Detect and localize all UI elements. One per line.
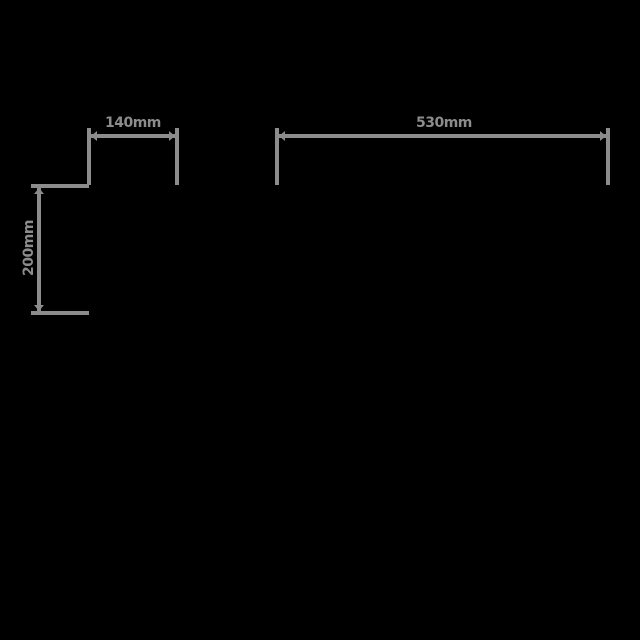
extension-line-bottom bbox=[31, 311, 89, 315]
extension-line-right bbox=[175, 128, 179, 185]
dimension-label: 140mm bbox=[105, 115, 161, 131]
extension-line-right bbox=[606, 128, 610, 185]
extension-line-left bbox=[87, 128, 91, 185]
arrow-up-icon bbox=[34, 188, 44, 194]
arrow-left-icon bbox=[91, 131, 97, 141]
dimension-line bbox=[37, 188, 41, 311]
extension-line-left bbox=[275, 128, 279, 185]
arrow-down-icon bbox=[34, 305, 44, 311]
dimension-label: 200mm bbox=[20, 220, 37, 276]
arrow-left-icon bbox=[279, 131, 285, 141]
arrow-right-icon bbox=[600, 131, 606, 141]
arrow-right-icon bbox=[169, 131, 175, 141]
extension-line-top bbox=[31, 184, 89, 188]
dimension-line bbox=[279, 134, 606, 138]
dimension-line bbox=[91, 134, 175, 138]
dimension-label: 530mm bbox=[416, 115, 472, 131]
